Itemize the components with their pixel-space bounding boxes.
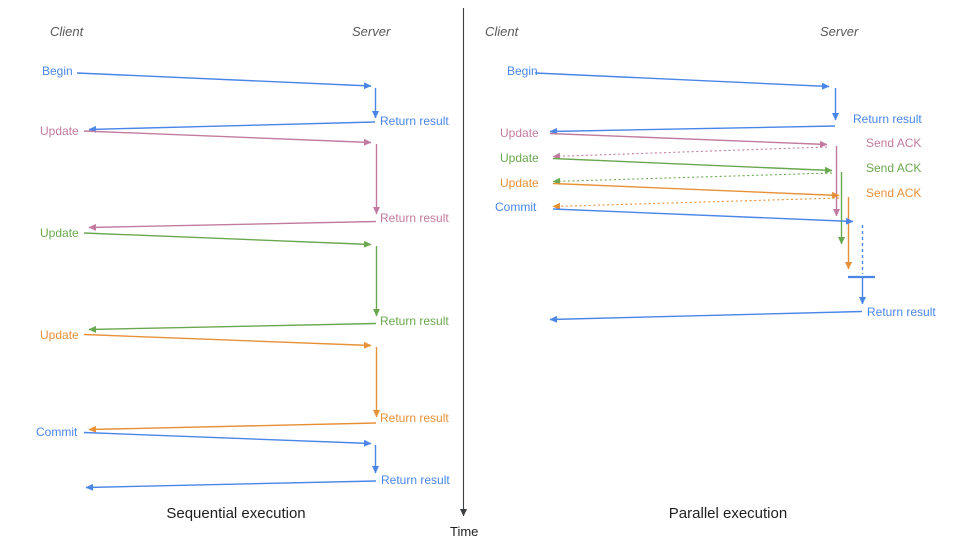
lp-update1-request-arrow <box>83 130 372 146</box>
lp-update1-return-arrow <box>88 220 377 231</box>
lp-begin-request-arrow <box>76 72 372 90</box>
lp-update2-label: Update <box>40 226 79 240</box>
rp-update3-request-arrow <box>552 182 840 199</box>
lp-commit-label: Commit <box>36 425 78 439</box>
rp-update1-request-arrow <box>549 132 828 148</box>
rp-commit-response-label: Return result <box>867 305 936 319</box>
rp-update1-response-label: Send ACK <box>866 136 922 150</box>
rp-begin-response-label: Return result <box>853 112 922 126</box>
lp-update1-response-label: Return result <box>380 211 449 225</box>
lp-client-header: Client <box>50 24 84 39</box>
rp-update3-response-label: Send ACK <box>866 186 922 200</box>
rp-update1-label: Update <box>500 126 539 140</box>
rp-begin-return-arrow <box>549 125 836 135</box>
rp-client-header: Client <box>485 24 519 39</box>
lp-update2-return-arrow <box>88 322 377 333</box>
lp-update3-request-arrow <box>83 333 372 349</box>
rp-update1-ack-dotted-arrow <box>552 146 828 160</box>
lp-caption: Sequential execution <box>166 505 306 522</box>
rp-update2-request-arrow <box>552 157 833 174</box>
lp-update2-response-label: Return result <box>380 314 449 328</box>
rp-update2-ack-dotted-arrow <box>552 172 833 185</box>
rp-update2-response-label: Send ACK <box>866 161 922 175</box>
lp-begin-response-label: Return result <box>380 114 449 128</box>
rp-server-header: Server <box>820 24 859 39</box>
lp-update2-request-arrow <box>83 232 372 248</box>
lp-commit-response-label: Return result <box>381 473 450 487</box>
lp-update3-label: Update <box>40 328 79 342</box>
time-axis-label: Time <box>450 524 479 539</box>
rp-update3-label: Update <box>500 176 539 190</box>
rp-begin-request-arrow <box>534 72 830 90</box>
lp-update3-response-label: Return result <box>380 411 449 425</box>
lp-update1-label: Update <box>40 124 79 138</box>
lp-begin-label: Begin <box>42 64 73 78</box>
rp-commit-request-arrow <box>552 208 854 225</box>
rp-begin-label: Begin <box>507 64 538 78</box>
rp-commit-return-arrow <box>549 310 863 323</box>
rp-update3-ack-dotted-arrow <box>552 197 840 210</box>
rp-update2-label: Update <box>500 151 539 165</box>
lp-commit-request-arrow <box>83 431 372 447</box>
lp-update3-return-arrow <box>88 422 377 433</box>
lp-begin-return-arrow <box>88 121 376 133</box>
lp-server-header: Server <box>352 24 391 39</box>
lp-commit-return-arrow <box>85 480 377 491</box>
rp-caption: Parallel execution <box>668 505 788 522</box>
rp-commit-label: Commit <box>495 200 537 214</box>
